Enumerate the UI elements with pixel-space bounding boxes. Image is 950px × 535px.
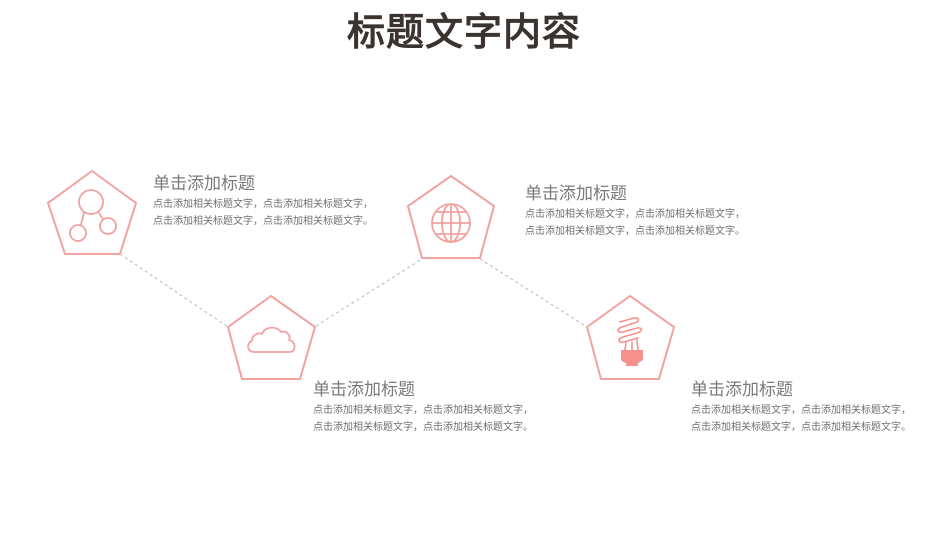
- globe-icon: [431, 203, 471, 243]
- step-3-title[interactable]: 单击添加标题: [525, 184, 627, 204]
- step-2-body[interactable]: 点击添加相关标题文字，点击添加相关标题文字，点击添加相关标题文字，点击添加相关标…: [313, 405, 533, 433]
- connector-lines: [119, 253, 588, 328]
- connector-2-3: [315, 258, 423, 327]
- lightbulb-icon: [617, 317, 643, 366]
- step-4-body[interactable]: 点击添加相关标题文字，点击添加相关标题文字，点击添加相关标题文字，点击添加相关标…: [691, 405, 911, 433]
- step-1-text: 单击添加标题 点击添加相关标题文字，点击添加相关标题文字，点击添加相关标题文字，…: [153, 173, 378, 230]
- step-1-body[interactable]: 点击添加相关标题文字，点击添加相关标题文字，点击添加相关标题文字，点击添加相关标…: [153, 199, 373, 227]
- step-1-title[interactable]: 单击添加标题: [153, 174, 255, 194]
- step-3-node[interactable]: [406, 174, 496, 259]
- page-title: 标题文字内容: [346, 10, 581, 54]
- step-2-text: 单击添加标题 点击添加相关标题文字，点击添加相关标题文字，点击添加相关标题文字，…: [313, 379, 538, 436]
- step-2-node[interactable]: [226, 294, 317, 380]
- pentagon-frame: [585, 294, 676, 380]
- connector-1-2: [119, 253, 229, 328]
- step-4-text: 单击添加标题 点击添加相关标题文字，点击添加相关标题文字，点击添加相关标题文字，…: [691, 379, 916, 436]
- cloud-icon: [247, 326, 296, 353]
- step-1-node[interactable]: [46, 169, 138, 255]
- step-3-body[interactable]: 点击添加相关标题文字，点击添加相关标题文字，点击添加相关标题文字，点击添加相关标…: [525, 209, 745, 237]
- pentagon-frame: [226, 294, 317, 380]
- share-nodes-icon: [69, 189, 117, 242]
- step-4-node[interactable]: [585, 294, 676, 380]
- step-2-title[interactable]: 单击添加标题: [313, 380, 415, 400]
- connector-3-4: [479, 258, 588, 328]
- step-4-title[interactable]: 单击添加标题: [691, 380, 793, 400]
- step-3-text: 单击添加标题 点击添加相关标题文字，点击添加相关标题文字，点击添加相关标题文字，…: [525, 183, 750, 240]
- pentagon-frame: [46, 169, 138, 255]
